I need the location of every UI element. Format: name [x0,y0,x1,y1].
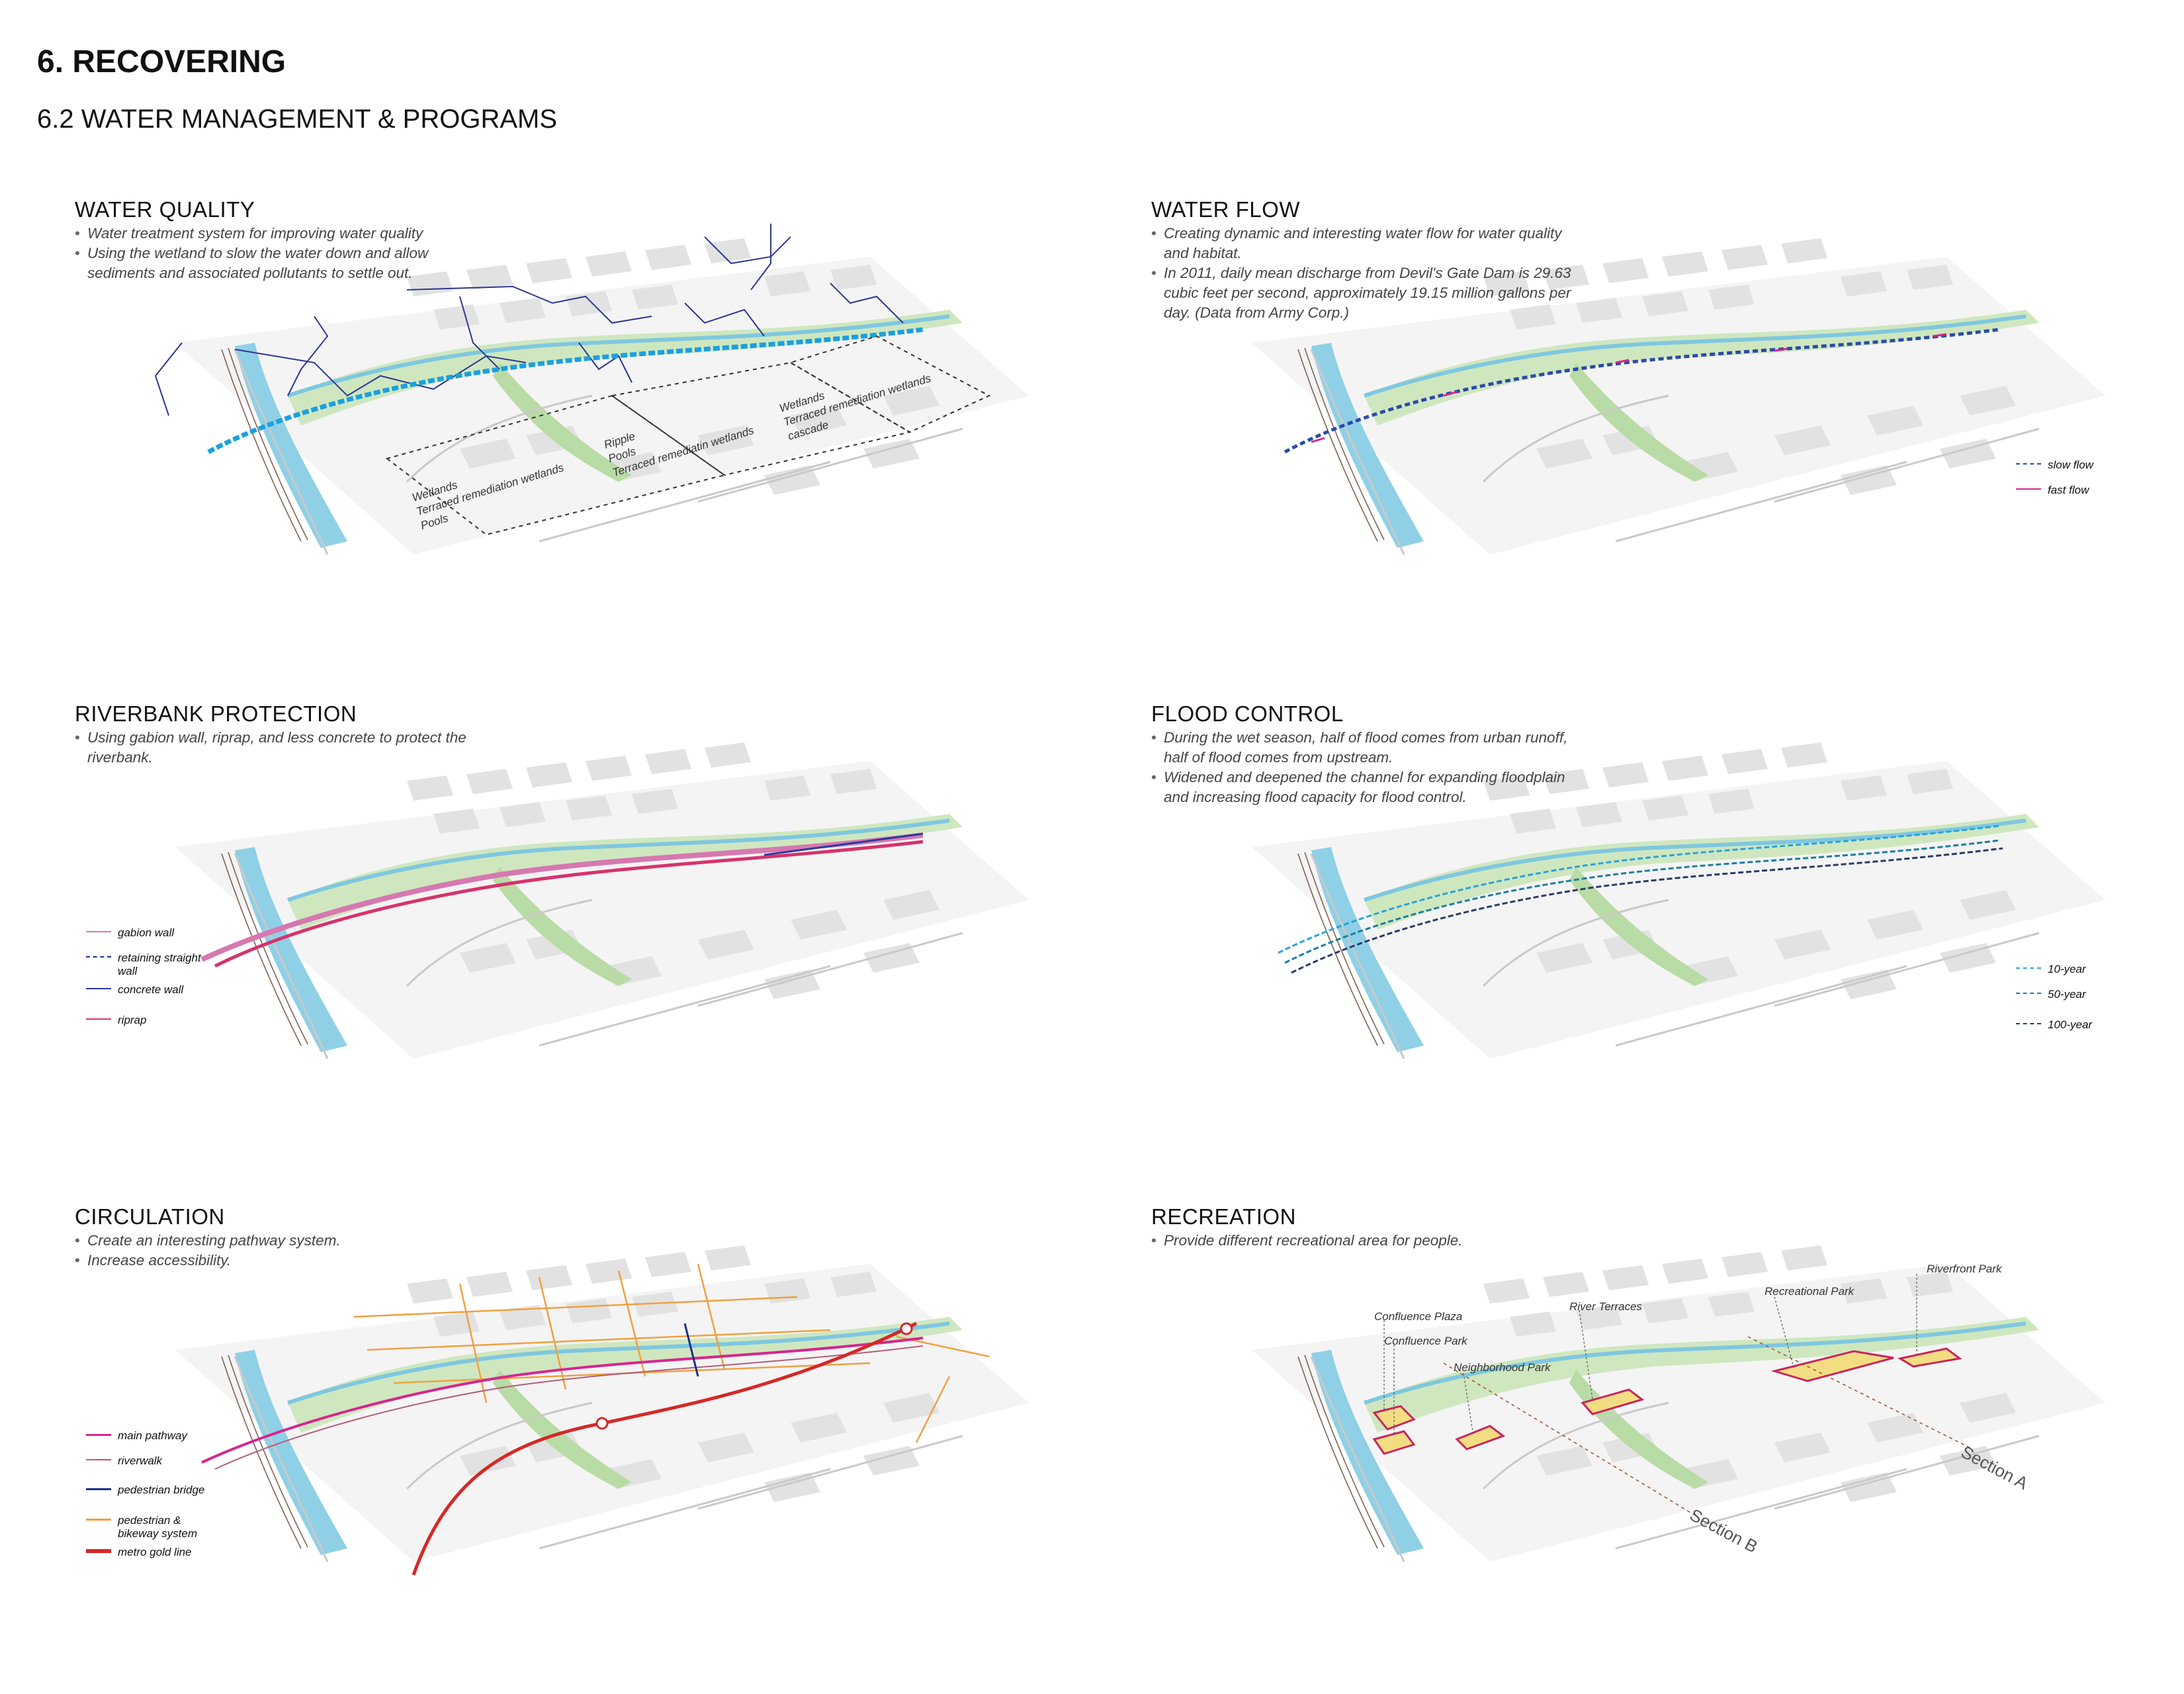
legend-item-retaining-wall: retaining straight wall [86,952,210,978]
legend-item-riprap: riprap [86,1014,210,1027]
bullet-item: Create an interesting pathway system. [75,1231,498,1251]
bullet-item: Using gabion wall, riprap, and less conc… [75,728,498,768]
legend-item-main-pathway: main pathway [86,1429,210,1443]
site-map-circulation [36,1204,1069,1576]
legend-item-fast-flow: fast flow [2016,484,2140,497]
bullet-item: In 2011, daily mean discharge from Devil… [1151,263,1588,323]
label-confluence-park: Confluence Park [1384,1335,1468,1347]
bullet-item: Widened and deepened the channel for exp… [1151,768,1588,807]
arrow-icon [2016,488,2041,490]
page-title: 6. RECOVERING [37,44,286,79]
page-subtitle: 6.2 WATER MANAGEMENT & PROGRAMS [37,105,558,134]
bullet-list: During the wet season, half of flood com… [1151,728,1588,807]
recreation-areas [1372,1347,1962,1455]
label-confluence-plaza: Confluence Plaza [1374,1310,1462,1323]
legend-item-riverwalk: riverwalk [86,1454,210,1468]
label-recreational-park: Recreational Park [1765,1285,1855,1298]
legend-item-pedestrian-bridge: pedestrian bridge [86,1484,210,1497]
bullet-list: Water treatment system for improving wat… [75,224,485,283]
fast-flow-marks [1311,333,1947,443]
site-map-water-quality: Wetlands Terraced remediation wetlands P… [154,224,1069,581]
legend-item-bikeway: pedestrian & bikeway system [86,1514,210,1540]
site-map-recreation: Confluence Plaza Confluence Park Neighbo… [1113,1204,2145,1588]
concrete-wall-line [764,832,924,856]
riverwalk-line [214,1345,924,1470]
label-river-terraces: River Terraces [1569,1300,1642,1313]
slow-flow-channel [1284,328,2000,454]
flood-10-year [1278,825,2000,954]
section-cut-lines [1443,1336,1974,1516]
riprap-line [214,840,924,968]
panel-water-flow: WATER FLOW Creating dynamic and interest… [1113,197,2145,687]
station-icon [595,1417,609,1430]
site-map-riverbank [36,701,1069,1085]
bullet-item: Water treatment system for improving wat… [75,224,485,244]
bullet-item: Creating dynamic and interesting water f… [1151,224,1588,263]
wetland-zones [385,335,991,536]
bullet-item: Using the wetland to slow the water down… [75,244,485,283]
bullet-item: During the wet season, half of flood com… [1151,728,1588,768]
legend-item-slow-flow: slow flow [2016,459,2140,472]
panel-title: RIVERBANK PROTECTION [75,701,357,726]
panel-water-quality: Wetlands Terraced remediation wetlands P… [36,197,1069,687]
treated-channel [207,327,924,455]
pedestrian-bridge-line [683,1323,699,1377]
label-riverfront-park: Riverfront Park [1927,1263,2003,1275]
dashed-arrow-icon [2016,463,2041,465]
site-map-water-flow [1113,197,2145,581]
label-neighborhood-park: Neighborhood Park [1454,1361,1551,1374]
site-map-flood [1113,701,2145,1085]
main-pathway-line [201,1337,924,1464]
legend-item-50-year: 50-year [2016,988,2140,1001]
panel-riverbank: RIVERBANK PROTECTION Using gabion wall, … [36,701,1069,1191]
legend-item-concrete-wall: concrete wall [86,983,210,997]
legend-item-100-year: 100-year [2016,1018,2140,1032]
bullet-list: Provide different recreational area for … [1151,1231,1575,1251]
panel-title: WATER QUALITY [75,197,255,222]
panel-flood: FLOOD CONTROL During the wet season, hal… [1113,701,2145,1191]
bullet-item: Increase accessibility. [75,1251,498,1270]
bullet-list: Creating dynamic and interesting water f… [1151,224,1588,323]
station-icon [900,1322,913,1335]
bullet-item: Provide different recreational area for … [1151,1231,1575,1251]
bullet-list: Using gabion wall, riprap, and less conc… [75,728,498,768]
legend-item-metro-gold-line: metro gold line [86,1546,210,1559]
panel-title: FLOOD CONTROL [1151,701,1344,726]
legend-item-10-year: 10-year [2016,963,2140,976]
legend-item-gabion-wall: gabion wall [86,926,210,940]
bikeway-grid [353,1263,990,1443]
leader-lines [1383,1274,1917,1437]
panel-title: RECREATION [1151,1204,1296,1229]
panel-circulation: CIRCULATION Create an interesting pathwa… [36,1204,1069,1694]
flood-50-year [1284,839,2000,964]
flood-100-year [1291,847,2003,974]
drainage-network [154,224,904,416]
panel-recreation: Confluence Plaza Confluence Park Neighbo… [1113,1204,2145,1694]
gabion-wall-line [200,832,924,962]
panel-title: WATER FLOW [1151,197,1300,222]
panel-title: CIRCULATION [75,1204,225,1229]
bullet-list: Create an interesting pathway system. In… [75,1231,498,1270]
